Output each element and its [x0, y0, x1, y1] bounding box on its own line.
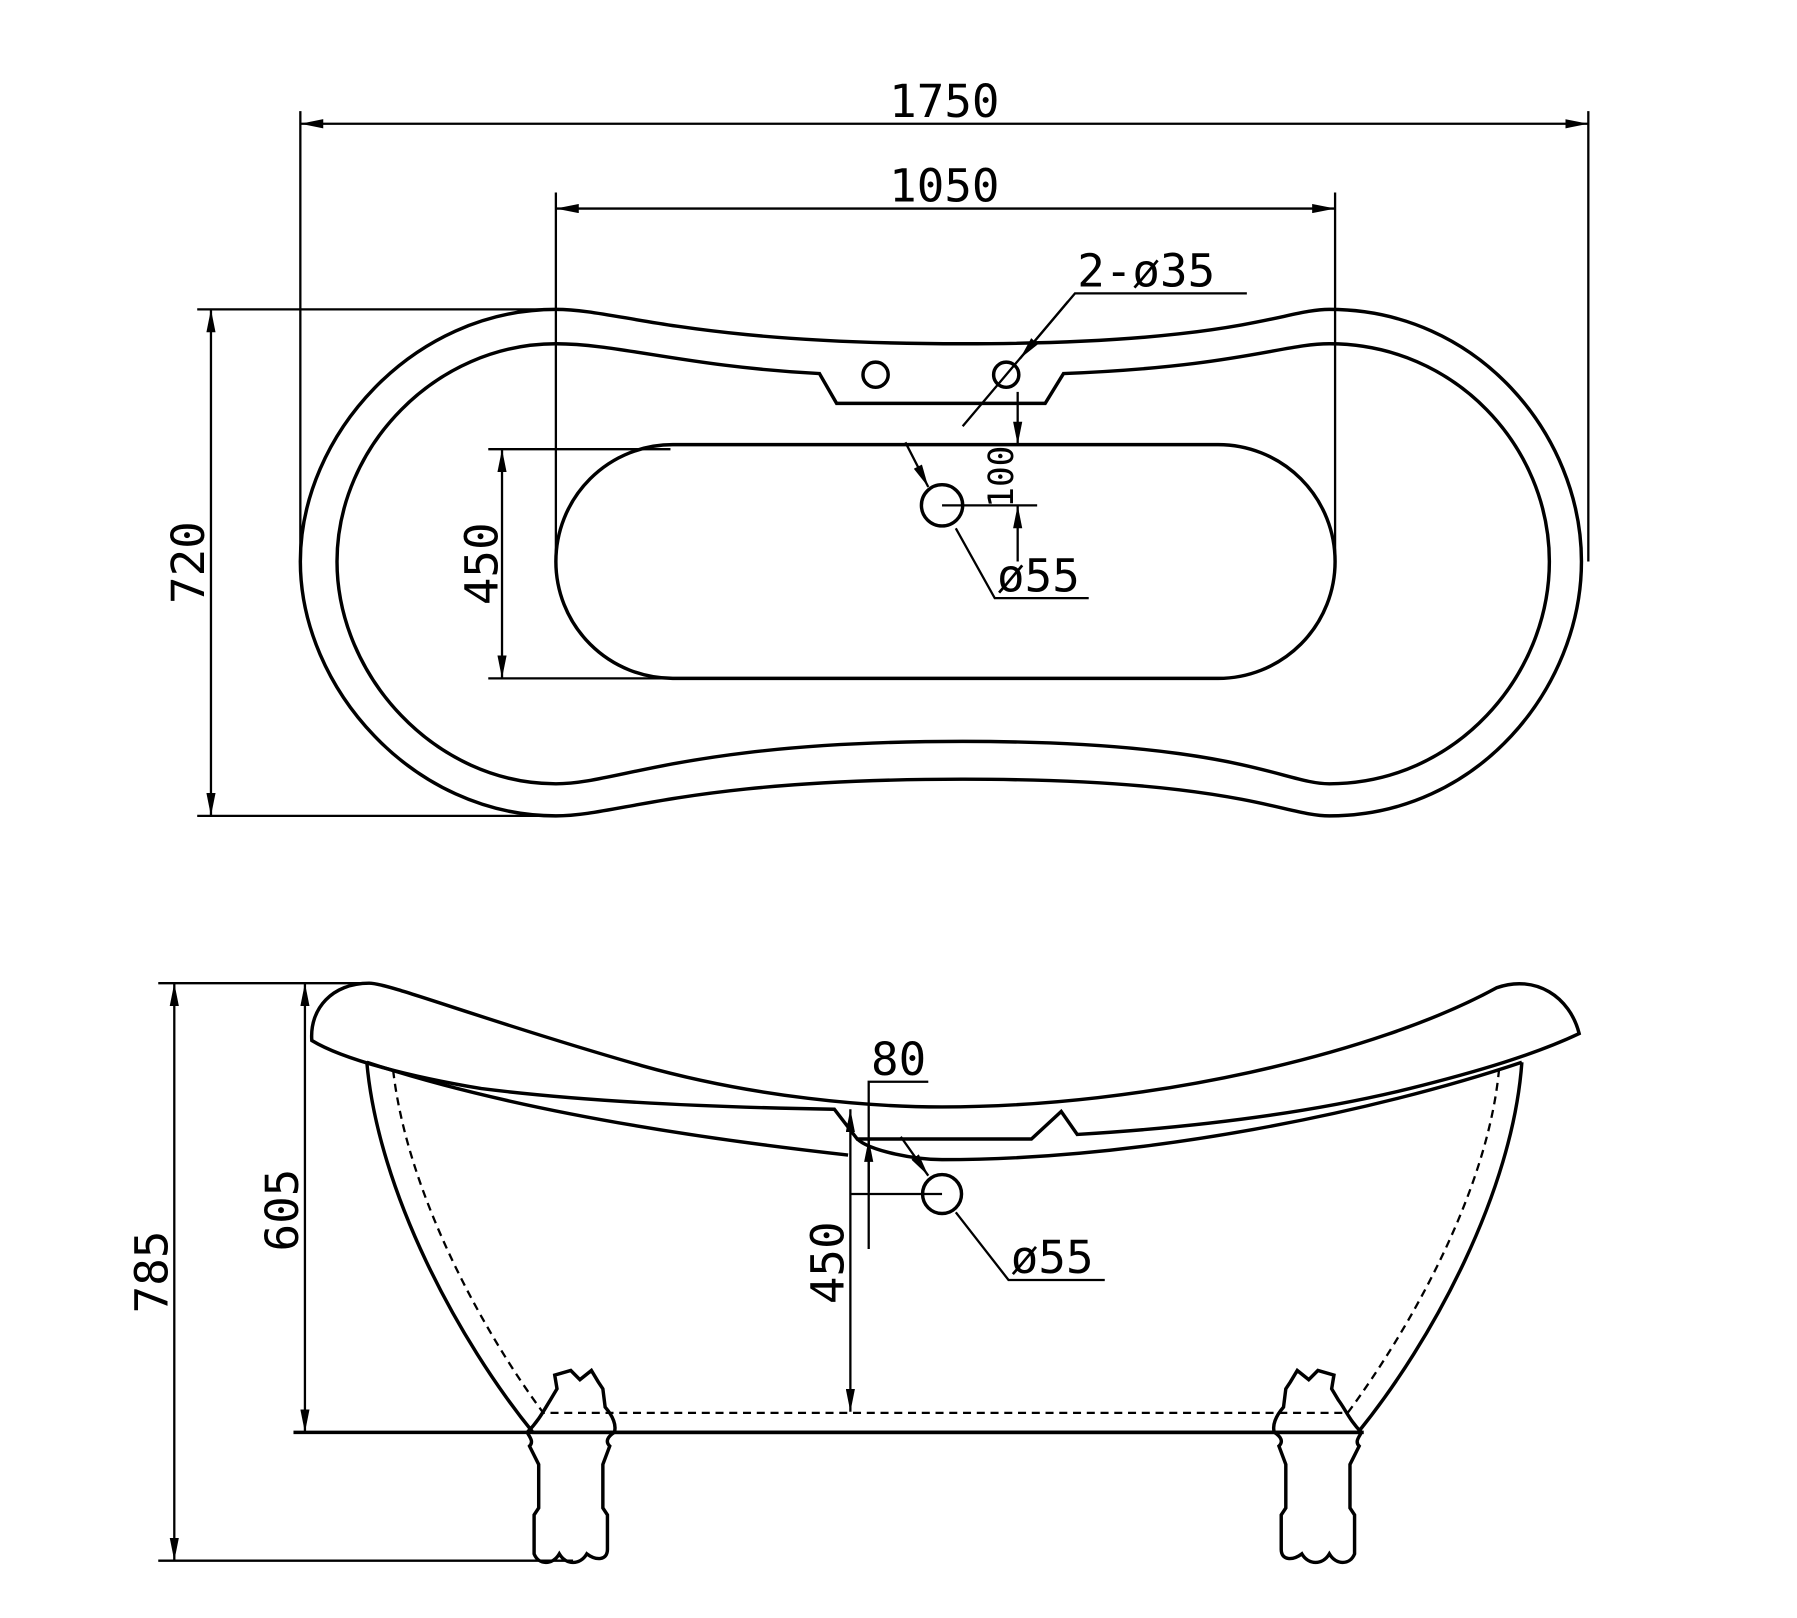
dim-tap-holes: 2-ø35 — [1077, 243, 1215, 297]
dim-overflow-diameter: ø55 — [1011, 1230, 1094, 1284]
tub-body — [365, 1062, 1524, 1435]
tap-hole-right — [991, 360, 1021, 390]
tap-hole-left — [861, 360, 890, 390]
right-claw-foot — [1271, 1367, 1364, 1565]
top-view: 1750 1050 720 450 2-ø35 100 ø55 — [161, 74, 1590, 818]
inner-basin-hidden-line — [392, 1070, 1501, 1415]
outer-rim-outline — [298, 307, 1584, 818]
dim-drain-offset: 100 — [982, 446, 1022, 508]
basin-outline — [554, 442, 1337, 681]
rim-band — [310, 981, 1582, 1141]
dim-drain-diameter: ø55 — [997, 548, 1080, 602]
dim-inner-width: 450 — [454, 522, 508, 605]
dim-overall-length: 1750 — [889, 74, 999, 128]
dim-overall-height: 785 — [124, 1231, 178, 1314]
dim-overflow-offset: 80 — [871, 1032, 926, 1086]
dim-body-height: 605 — [255, 1169, 309, 1252]
left-claw-foot — [525, 1367, 617, 1565]
dim-overflow-height: 450 — [800, 1221, 854, 1304]
side-view: 785 605 450 80 ø55 — [124, 981, 1582, 1565]
dim-overall-width: 720 — [161, 521, 215, 604]
inner-rim-outline — [335, 342, 1552, 786]
dim-inner-length: 1050 — [889, 159, 999, 213]
